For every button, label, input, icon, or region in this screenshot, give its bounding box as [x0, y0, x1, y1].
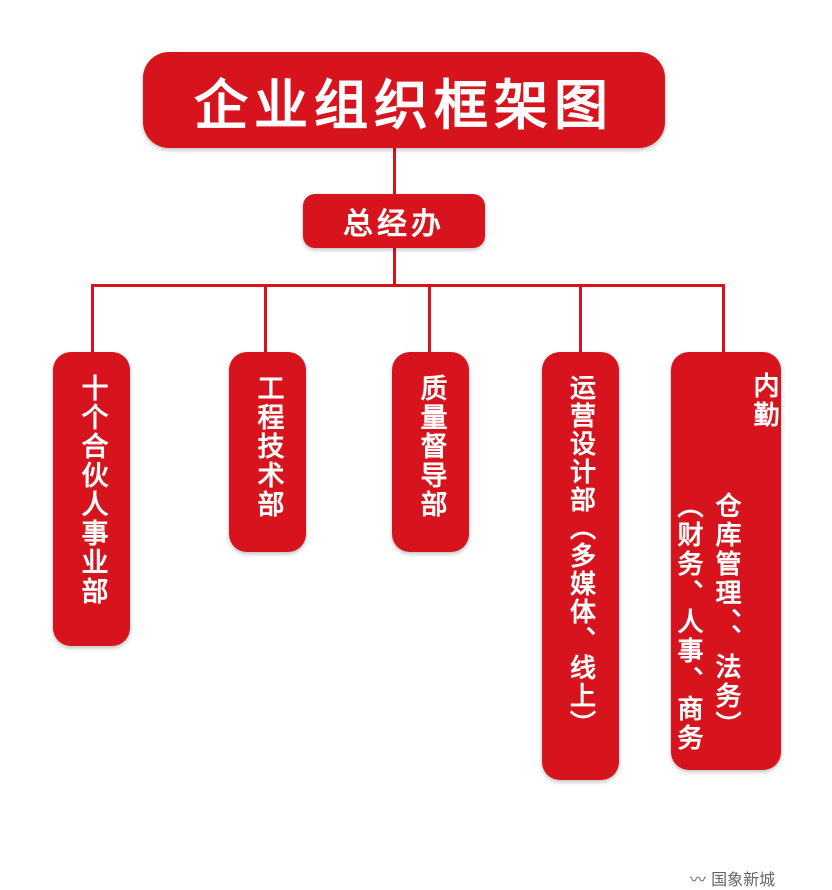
dept-engineering-box: 工程技术部	[229, 352, 306, 552]
dept-quality-label: 质量督导部	[415, 374, 447, 519]
dept-partners-label: 十个合伙人事业部	[76, 374, 108, 606]
dept-partners-box: 十个合伙人事业部	[53, 352, 130, 646]
dept-quality-box: 质量督导部	[392, 352, 469, 552]
drop-line-2	[264, 284, 267, 352]
title-box: 企业组织框架图	[143, 52, 665, 148]
gm-to-bus-line	[393, 248, 396, 286]
dept-internal-col3: （财务、人事、商务	[673, 492, 703, 753]
dept-operations-box: 运营设计部（多媒体、线上）	[542, 352, 619, 780]
drop-line-4	[579, 284, 582, 352]
title-to-gm-line	[393, 148, 396, 194]
diagram-title: 企业组织框架图	[194, 73, 614, 137]
drop-line-1	[91, 284, 94, 352]
dept-engineering-label: 工程技术部	[252, 374, 284, 519]
drop-line-3	[428, 284, 431, 352]
horizontal-bus-line	[91, 284, 725, 287]
drop-line-5	[722, 284, 725, 352]
dept-internal-box: 内勤 仓库管理、、法务） （财务、人事、商务	[671, 352, 781, 770]
watermark: 〰 国象新城	[690, 870, 776, 889]
dept-operations-label: 运营设计部（多媒体、线上）	[565, 374, 596, 738]
general-office-label: 总经办	[343, 207, 445, 242]
dept-internal-col2: 仓库管理、、法务）	[711, 492, 741, 740]
general-office-box: 总经办	[303, 194, 485, 248]
dept-internal-label: 内勤	[749, 372, 779, 430]
